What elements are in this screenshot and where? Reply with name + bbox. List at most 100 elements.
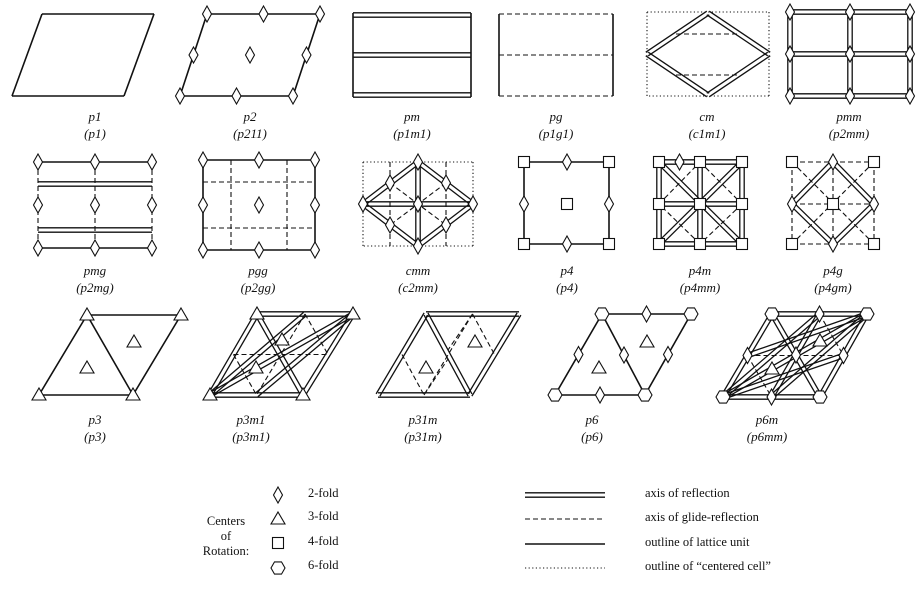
2-fold-center <box>412 152 424 172</box>
3-fold-center <box>248 359 264 374</box>
3-fold-center <box>270 510 286 525</box>
2-fold-center <box>197 240 209 260</box>
reflection-axis-line <box>208 311 353 394</box>
group-name: pmg <box>83 263 107 278</box>
4-fold-center <box>652 197 666 211</box>
group-full-name: (p3m1) <box>232 429 270 444</box>
6-fold-center <box>764 307 780 321</box>
2-fold-center <box>561 234 573 254</box>
2-fold-center <box>662 345 674 364</box>
6-fold-center <box>683 307 699 321</box>
2-fold-center <box>301 45 312 65</box>
6-fold-center <box>859 307 875 321</box>
6-fold-center <box>812 390 828 404</box>
4-fold-center <box>693 237 707 251</box>
caption-p31m: p31m (p31m) <box>363 411 483 445</box>
diagram-pg <box>498 13 614 97</box>
2-fold-center <box>790 345 802 365</box>
reflection-axis-line <box>830 163 873 206</box>
legend-reflection-label: axis of reflection <box>645 486 730 500</box>
legend-2-fold-label: 2-fold <box>308 486 339 500</box>
caption-cm: cm (c1m1) <box>647 108 767 142</box>
2-fold-center <box>314 4 326 24</box>
group-full-name: (p1g1) <box>538 126 574 141</box>
2-fold-center <box>32 152 44 172</box>
4-fold-center <box>735 155 749 169</box>
reflection-axis-line <box>706 14 769 57</box>
legend-lattice-label: outline of lattice unit <box>645 535 750 549</box>
2-fold-center <box>844 44 856 64</box>
2-fold-center <box>384 173 396 193</box>
reflection-axis-line <box>831 201 873 243</box>
group-name: pg <box>549 109 563 124</box>
group-full-name: (p4gm) <box>814 280 852 295</box>
3-fold-center <box>345 305 361 320</box>
2-fold-center <box>786 194 798 214</box>
caption-pmg: pmg (p2mg) <box>35 262 155 296</box>
2-fold-center <box>412 194 424 214</box>
reflection-axis-line <box>708 55 771 98</box>
glide-axis-line <box>699 203 743 245</box>
3-fold-center <box>79 359 95 374</box>
2-fold-center <box>742 346 753 365</box>
caption-pg: pg (p1g1) <box>496 108 616 142</box>
group-name: p6m <box>755 412 779 427</box>
3-fold-center <box>79 306 95 321</box>
2-fold-center <box>258 4 269 24</box>
reflection-axis-line <box>769 311 866 396</box>
4-fold-center <box>517 237 531 251</box>
diagram-pgg <box>197 150 321 260</box>
legend-line-samples <box>525 492 605 569</box>
2-fold-center <box>272 485 284 505</box>
2-fold-center <box>309 195 321 215</box>
reflection-axis-line <box>793 163 836 206</box>
reflection-axis-line <box>208 311 304 394</box>
3-fold-center <box>467 333 483 348</box>
group-full-name: (p1m1) <box>393 126 431 141</box>
caption-p3: p3 (p3) <box>35 411 155 445</box>
2-fold-center <box>174 86 186 106</box>
2-fold-center <box>201 4 213 24</box>
reflection-axis-line <box>375 312 425 395</box>
2-fold-center <box>838 346 849 365</box>
2-fold-center <box>904 2 916 22</box>
diagram-pm <box>352 12 472 98</box>
diagram-p3 <box>31 306 189 401</box>
group-full-name: (p1) <box>84 126 106 141</box>
2-fold-center <box>32 195 44 215</box>
reflection-axis-line <box>793 201 835 243</box>
reflection-axis-line <box>379 314 429 397</box>
glide-axis-line <box>447 313 473 351</box>
2-fold-center <box>146 195 158 215</box>
group-name: p4m <box>688 263 712 278</box>
2-fold-center <box>440 173 452 193</box>
caption-p4: p4 (p4) <box>507 262 627 296</box>
2-fold-center <box>309 150 321 170</box>
reflection-axis-line <box>748 315 868 359</box>
diagram-cmm <box>357 152 479 256</box>
diagram-p2 <box>174 4 326 106</box>
2-fold-center <box>573 345 584 364</box>
caption-p4m: p4m (p4mm) <box>640 262 760 296</box>
3-fold-center <box>639 333 655 348</box>
reflection-axis-line <box>254 311 353 394</box>
legend-rotation-symbols <box>270 485 286 575</box>
2-fold-center <box>287 86 299 106</box>
4-fold-center <box>867 155 881 169</box>
2-fold-center <box>904 44 916 64</box>
6-fold-center <box>547 388 563 402</box>
3-fold-center <box>173 306 189 321</box>
2-fold-center <box>467 194 479 214</box>
6-fold-center <box>637 388 653 402</box>
caption-p3m1: p3m1 (p3m1) <box>191 411 311 445</box>
caption-p6: p6 (p6) <box>532 411 652 445</box>
2-fold-center <box>674 152 685 172</box>
2-fold-center <box>253 150 265 170</box>
6-fold-center <box>594 307 610 321</box>
caption-p6m: p6m (p6mm) <box>707 411 827 445</box>
reflection-axis-line <box>706 51 769 94</box>
group-full-name: (p2mm) <box>828 126 870 141</box>
legend-4-fold-label: 4-fold <box>308 534 339 548</box>
reflection-axis-line <box>645 10 708 53</box>
